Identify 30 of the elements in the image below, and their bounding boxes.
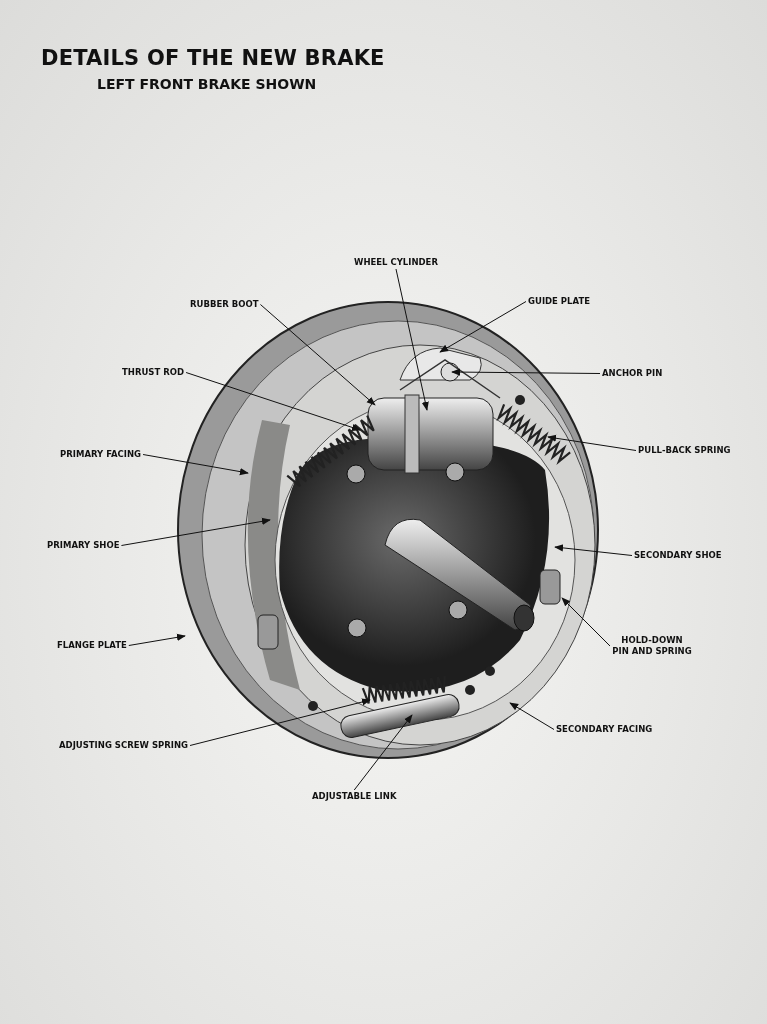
part-label: PULL-BACK SPRING [638,445,731,456]
part-label: ADJUSTABLE LINK [312,791,397,802]
leader-line [128,633,186,646]
leader-line [451,368,601,376]
leader-line [395,268,429,411]
leader-line [554,544,633,556]
part-label: SECONDARY FACING [556,724,653,735]
title: DETAILS OF THE NEW BRAKE [41,46,385,70]
part-label: ADJUSTING SCREW SPRING [59,740,189,751]
leader-line [509,702,555,730]
part-label: HOLD-DOWN PIN AND SPRING [612,635,692,657]
leader-line [142,454,249,476]
leader-line [259,304,376,406]
part-label: ANCHOR PIN [602,368,663,379]
leader-line [185,372,361,431]
leader-line [561,597,611,647]
leader-line [353,714,413,791]
part-label: WHEEL CYLINDER [354,257,438,268]
part-label: THRUST ROD [122,367,185,378]
leader-line [120,517,271,546]
part-label: PRIMARY SHOE [47,540,120,551]
part-label: SECONDARY SHOE [634,550,722,561]
part-label: GUIDE PLATE [528,296,591,307]
leader-line [189,698,371,746]
subtitle: LEFT FRONT BRAKE SHOWN [97,76,317,92]
leader-line [547,434,637,451]
part-label: RUBBER BOOT [190,299,259,310]
part-label: FLANGE PLATE [57,640,127,651]
part-label: PRIMARY FACING [60,449,142,460]
leader-line [439,301,527,353]
